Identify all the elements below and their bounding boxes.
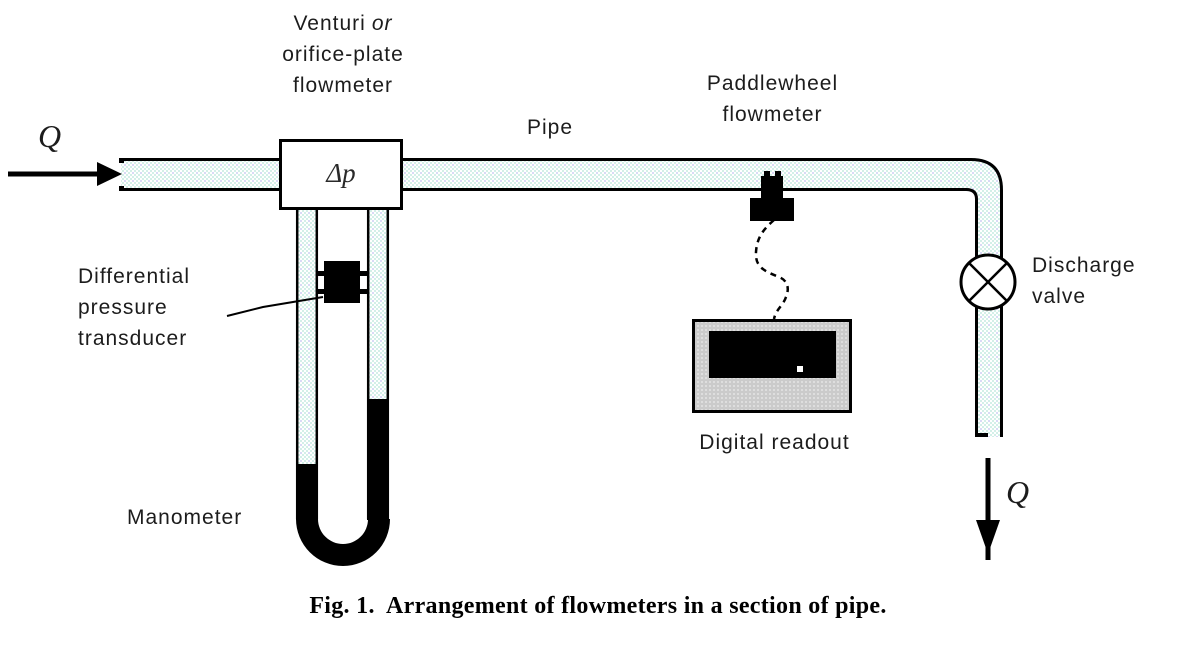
venturi-label-or: or <box>371 12 393 35</box>
transducer-symbol <box>324 261 360 303</box>
paddlewheel-prong-a <box>764 171 770 178</box>
paddlewheel-symbol <box>750 171 794 320</box>
pipe-label: Pipe <box>527 116 574 139</box>
transducer-leader-line <box>226 296 324 317</box>
pipe-inlet-nub-top <box>119 158 124 163</box>
out-arrow-head <box>976 520 1000 554</box>
pipe-fluid-fill <box>121 158 1003 258</box>
pipe-run <box>119 158 1003 437</box>
paddlewheel-body <box>750 198 794 221</box>
discharge-label-line1: Discharge <box>1032 254 1136 277</box>
transducer-label-line1: Differential <box>78 265 190 288</box>
pipe-drop-fill <box>975 306 1003 437</box>
readout-screen <box>709 331 836 378</box>
manometer-assembly <box>226 210 390 566</box>
manometer-u-bend <box>296 519 390 566</box>
delta-p-label: Δp <box>326 158 356 188</box>
flowmeter-box-rect <box>279 139 403 210</box>
valve-cross-b <box>968 262 1008 302</box>
readout-decimal-dot <box>797 366 803 372</box>
flow-out-q-label: Q <box>1006 474 1030 510</box>
pipe-inner-wall <box>121 188 978 258</box>
venturi-label-word: Venturi <box>293 12 366 35</box>
venturi-label-line2: orifice-plate <box>282 43 404 66</box>
manometer-left-tube-fill <box>296 210 318 520</box>
flow-arrow-in <box>8 162 122 186</box>
pipe-outlet-nub <box>975 433 988 437</box>
manometer-fluid-right <box>367 399 389 520</box>
transducer-label-line3: transducer <box>78 327 188 350</box>
figure-caption: Fig. 1. Arrangement of flowmeters in a s… <box>309 593 887 619</box>
paddlewheel-label-line1: Paddlewheel <box>706 72 839 95</box>
flow-in-q-label: Q <box>38 118 62 154</box>
paddlewheel-stem <box>761 176 783 200</box>
venturi-label-line3: flowmeter <box>292 74 394 97</box>
pipe-outer-wall <box>121 158 1003 258</box>
digital-readout-label: Digital readout <box>699 431 850 454</box>
transducer-label-line2: pressure <box>78 296 168 319</box>
discharge-valve-symbol <box>959 253 1017 311</box>
discharge-label-line2: valve <box>1032 285 1087 308</box>
in-arrow-head <box>97 162 122 186</box>
paddlewheel-label-line2: flowmeter <box>722 103 823 126</box>
pipe-inlet-nub-bottom <box>119 186 124 191</box>
paddlewheel-prong-b <box>775 171 781 178</box>
paddlewheel-flowmeter-label: Paddlewheel flowmeter <box>680 68 865 130</box>
manometer-label: Manometer <box>127 506 243 529</box>
flow-arrow-out <box>976 458 1000 560</box>
manometer-fluid-left <box>296 464 318 520</box>
signal-wire <box>754 219 789 320</box>
digital-readout-device <box>692 319 852 413</box>
discharge-valve-label: Discharge valve <box>1032 250 1136 312</box>
pressure-transducer-label: Differential pressure transducer <box>78 261 190 354</box>
venturi-flowmeter-box <box>279 139 403 210</box>
